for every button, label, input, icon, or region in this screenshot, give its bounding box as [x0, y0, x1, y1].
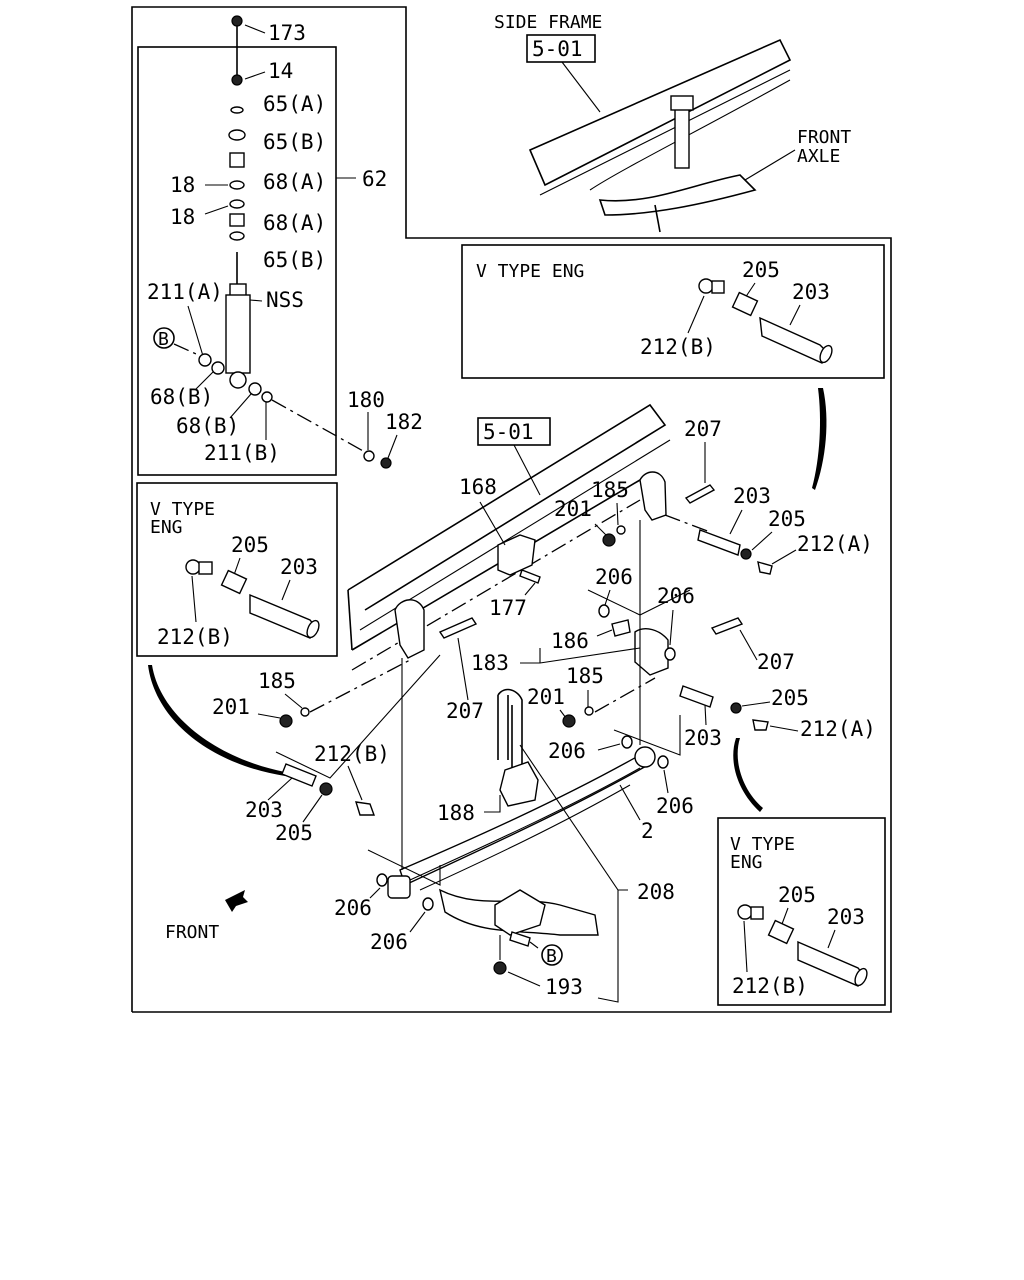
vtype-left-line2: ENG	[150, 517, 183, 538]
label-211b: 211(B)	[204, 441, 280, 465]
vtype-bottom-205: 205	[778, 883, 816, 907]
label-182: 182	[385, 410, 423, 434]
label-180: 180	[347, 388, 385, 412]
label-68b-right: 68(B)	[176, 414, 239, 438]
front-axle-label-line2: AXLE	[797, 146, 840, 167]
outer-frame	[131, 6, 892, 1013]
label-206-c: 206	[548, 739, 586, 763]
label-212a-mid: 212(A)	[800, 717, 876, 741]
vtype-top-212b: 212(B)	[640, 335, 716, 359]
label-205-top: 205	[768, 507, 806, 531]
label-206-e: 206	[334, 896, 372, 920]
circle-b-shock: B	[158, 329, 169, 350]
vtype-bottom-203: 203	[827, 905, 865, 929]
label-208: 208	[637, 880, 675, 904]
label-201-left: 201	[212, 695, 250, 719]
vtype-bottom-line1: V TYPE	[730, 834, 795, 855]
parts-180-182: 180 182	[347, 388, 423, 469]
front-direction: FRONT	[165, 890, 248, 943]
label-186: 186	[551, 629, 589, 653]
label-185-left: 185	[258, 669, 296, 693]
label-183: 183	[471, 651, 509, 675]
label-201-mid: 201	[527, 685, 565, 709]
arrow-top-right	[812, 388, 827, 490]
label-62: 62	[362, 167, 387, 191]
front-label: FRONT	[165, 922, 219, 943]
label-203-mid: 203	[684, 726, 722, 750]
circle-b-axle: B	[546, 946, 557, 967]
vtype-box-left: V TYPE ENG 205 203 212(B)	[136, 482, 338, 657]
vtype-left-212b: 212(B)	[157, 625, 233, 649]
label-212a-top: 212(A)	[797, 532, 873, 556]
label-18-top: 18	[170, 173, 195, 197]
label-207-left: 207	[446, 699, 484, 723]
label-65a-top: 65(A)	[263, 92, 326, 116]
arrow-bottom-right	[733, 738, 763, 812]
label-185-mid: 185	[566, 664, 604, 688]
vtype-left-line1: V TYPE	[150, 499, 215, 520]
ref-box-side-frame-text: 5-01	[532, 37, 583, 61]
side-frame-sketch: SIDE FRAME 5-01 FRONT AXLE	[494, 12, 851, 233]
label-173: 173	[268, 21, 306, 45]
label-205-left: 205	[275, 821, 313, 845]
vtype-left-203: 203	[280, 555, 318, 579]
front-hanger-right: 207 185 201 203 205 212(A)	[554, 417, 873, 575]
ref-box-main-text: 5-01	[483, 420, 534, 444]
side-frame-label: SIDE FRAME	[494, 12, 602, 33]
label-68a-top: 68(A)	[263, 170, 326, 194]
left-hanger-parts: 207 185 201 212(B) 203 205	[212, 617, 484, 845]
label-212b-left: 212(B)	[314, 742, 390, 766]
label-2: 2	[641, 819, 654, 843]
label-168: 168	[459, 475, 497, 499]
label-206-b: 206	[657, 584, 695, 608]
label-177: 177	[489, 596, 527, 620]
vtype-top-title: V TYPE ENG	[476, 261, 584, 282]
label-206-f: 206	[370, 930, 408, 954]
label-18-bottom: 18	[170, 205, 195, 229]
spring-assembly: 188 206 206 2 208 206 206 B	[334, 520, 694, 1003]
label-14: 14	[268, 59, 293, 83]
label-207-right: 207	[757, 650, 795, 674]
label-203-left: 203	[245, 798, 283, 822]
label-206-a: 206	[595, 565, 633, 589]
label-203-top: 203	[733, 484, 771, 508]
ref-box-side-frame	[526, 34, 596, 63]
vtype-bottom-212b: 212(B)	[732, 974, 808, 998]
label-188: 188	[437, 801, 475, 825]
label-185-top: 185	[591, 478, 629, 502]
label-193: 193	[545, 975, 583, 999]
label-68a-bottom: 68(A)	[263, 211, 326, 235]
label-nss: NSS	[266, 288, 304, 312]
label-65b-top: 65(B)	[263, 130, 326, 154]
vtype-top-205: 205	[742, 258, 780, 282]
label-211a: 211(A)	[147, 280, 223, 304]
label-205-mid: 205	[771, 686, 809, 710]
vtype-bottom-line2: ENG	[730, 852, 763, 873]
vtype-left-205: 205	[231, 533, 269, 557]
shackle-group: 206 186 206 183 207 185 201 205 203 212(…	[471, 565, 876, 750]
main-frame-rail: 5-01 168 177	[347, 403, 671, 671]
arrow-left	[148, 665, 285, 776]
label-68b-left: 68(B)	[150, 385, 213, 409]
shock-absorber-box: 62 173 14 65(A) 65(B) 68(A) 18 18 68(A) …	[137, 15, 387, 476]
vtype-box-bottom: V TYPE ENG 205 203 212(B)	[717, 817, 886, 1006]
label-65b-bottom: 65(B)	[263, 248, 326, 272]
label-201-top: 201	[554, 497, 592, 521]
front-axle-label-line1: FRONT	[797, 127, 851, 148]
vtype-box-top: V TYPE ENG 205 203 212(B)	[461, 244, 885, 379]
label-207-top: 207	[684, 417, 722, 441]
label-206-d: 206	[656, 794, 694, 818]
vtype-top-203: 203	[792, 280, 830, 304]
